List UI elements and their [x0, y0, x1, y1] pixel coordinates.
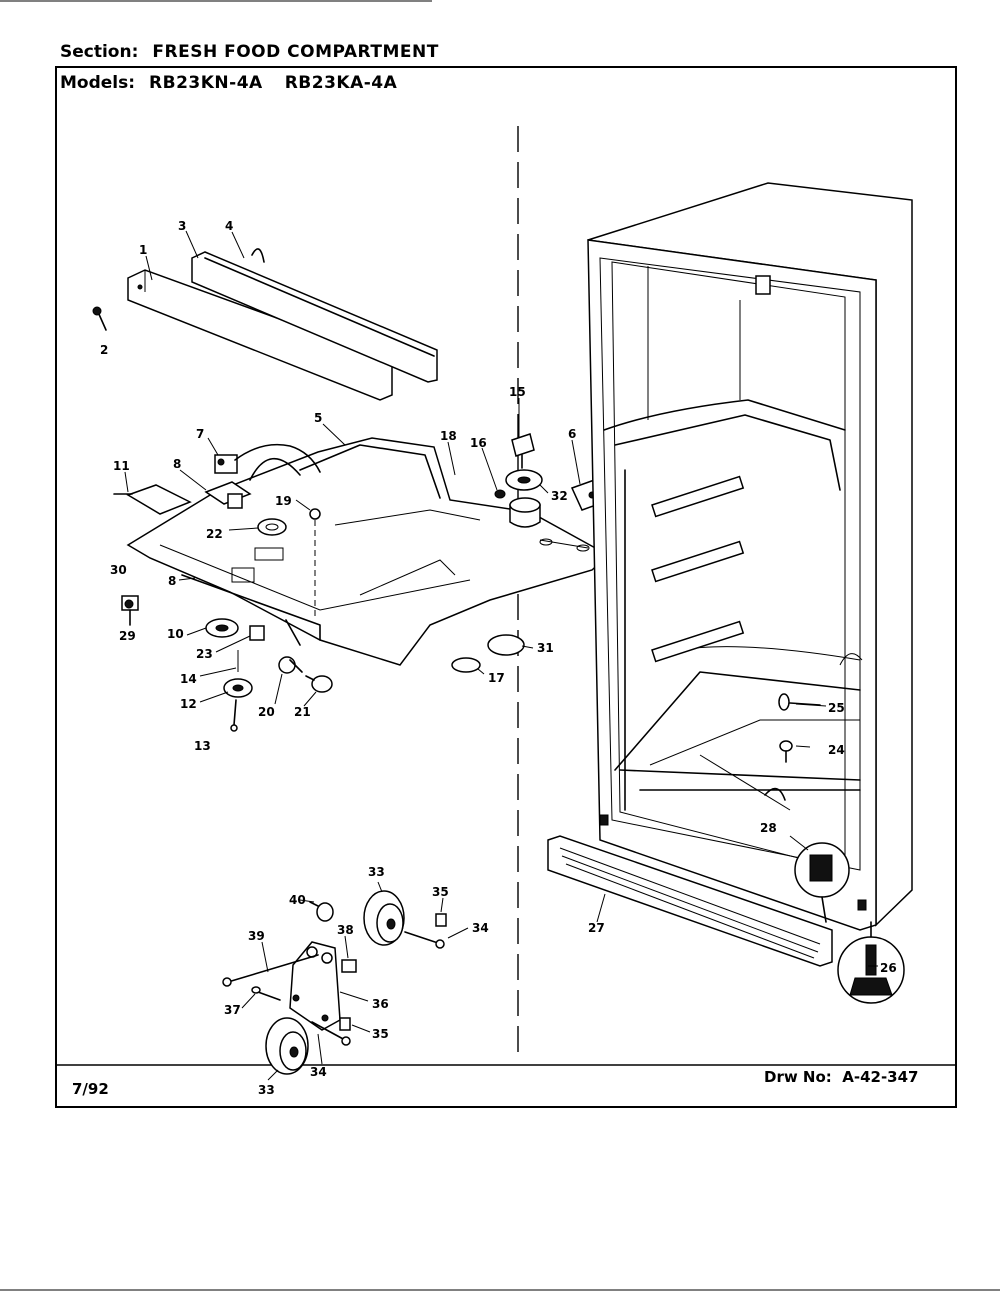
- leveling-leg-26: [837, 921, 905, 1004]
- callout-15: 15: [509, 385, 526, 399]
- callout-40: 40: [289, 893, 306, 907]
- model-2: RB23KA-4A: [284, 73, 398, 93]
- callout-28: 28: [760, 821, 777, 835]
- callout-14: 14: [180, 672, 197, 686]
- callout-32: 32: [551, 489, 568, 503]
- callout-22: 22: [206, 527, 223, 541]
- rear-rail: [191, 248, 438, 383]
- drawing-number: A-42-347: [842, 1068, 919, 1086]
- callout-29: 29: [119, 629, 136, 643]
- leader-lines: [124, 230, 878, 1081]
- callout-30: 30: [110, 563, 127, 577]
- callout-2: 2: [100, 343, 108, 357]
- callout-39: 39: [248, 929, 265, 943]
- callout-34-upper: 34: [472, 921, 489, 935]
- section-value: FRESH FOOD COMPARTMENT: [152, 42, 439, 62]
- callout-8-top: 8: [173, 457, 181, 471]
- stud-25: [778, 693, 821, 711]
- models-line: Models: RB23KN-4A RB23KA-4A: [60, 73, 419, 93]
- refrigerator-cabinet: [587, 182, 913, 931]
- callout-37: 37: [224, 1003, 241, 1017]
- callout-27: 27: [588, 921, 605, 935]
- callout-34-lower: 34: [310, 1065, 327, 1079]
- callout-3: 3: [178, 219, 186, 233]
- callout-labels: 1 2 3 4 5 6 7 8 8 10 11 12 13 14 15 16 1…: [100, 219, 897, 1097]
- footer-date: 7/92: [72, 1080, 109, 1098]
- screw-19: [309, 508, 321, 620]
- drawing-frame: [55, 66, 957, 1108]
- callout-4: 4: [225, 219, 233, 233]
- models-label: Models:: [60, 73, 136, 93]
- callout-8-side: 8: [168, 574, 176, 588]
- socket-23: [249, 625, 265, 641]
- drawing-label: Drw No:: [764, 1068, 832, 1086]
- callout-25: 25: [828, 701, 845, 715]
- callout-21: 21: [294, 705, 311, 719]
- shaft-34-lower: [311, 1021, 351, 1046]
- cap-31: [487, 634, 525, 656]
- callout-31: 31: [537, 641, 554, 655]
- screw-2: [92, 306, 107, 331]
- callout-26: 26: [880, 961, 897, 975]
- shaft-34-upper: [404, 931, 445, 949]
- callout-24: 24: [828, 743, 845, 757]
- callout-12: 12: [180, 697, 197, 711]
- section-label: Section:: [60, 42, 139, 62]
- callout-20: 20: [258, 705, 275, 719]
- section-line: Section: FRESH FOOD COMPARTMENT: [60, 42, 461, 62]
- callout-35-upper: 35: [432, 885, 449, 899]
- wheel-33-lower: [265, 1017, 309, 1075]
- callout-13: 13: [194, 739, 211, 753]
- screw-24: [779, 740, 793, 763]
- callout-5: 5: [314, 411, 322, 425]
- pin-37: [251, 986, 281, 1001]
- bracket-9: [204, 481, 252, 509]
- callout-38: 38: [337, 923, 354, 937]
- clip-38: [341, 959, 357, 973]
- callout-18: 18: [440, 429, 457, 443]
- callout-7: 7: [196, 427, 204, 441]
- lamp-base: [509, 497, 541, 528]
- callout-33-lower: 33: [258, 1083, 275, 1097]
- bracket-36: [289, 941, 341, 1031]
- callout-33-upper: 33: [368, 865, 385, 879]
- callout-36: 36: [372, 997, 389, 1011]
- hinge-28: [794, 842, 850, 923]
- lamp-socket-15: [511, 433, 535, 469]
- front-rail: [127, 269, 393, 401]
- clip-35-lower: [339, 1017, 351, 1031]
- drawing-number-line: Drw No: A-42-347: [764, 1068, 919, 1086]
- bottom-grille-27: [547, 835, 833, 967]
- clip-30-29: [121, 595, 139, 626]
- axle-39: [222, 954, 319, 987]
- callout-6: 6: [568, 427, 576, 441]
- bulb-21: [305, 675, 333, 693]
- callout-35-lower: 35: [372, 1027, 389, 1041]
- plate-11: [113, 484, 192, 515]
- knob-12: [223, 650, 253, 732]
- callout-17: 17: [488, 671, 505, 685]
- knob-22: [257, 518, 287, 536]
- callout-11: 11: [113, 459, 130, 473]
- damper-10: [205, 618, 239, 638]
- thermostat-7: [214, 443, 321, 474]
- callout-1: 1: [139, 243, 147, 257]
- callout-16: 16: [470, 436, 487, 450]
- light-switch-32: [505, 469, 543, 491]
- callout-10: 10: [167, 627, 184, 641]
- callout-23: 23: [196, 647, 213, 661]
- model-1: RB23KN-4A: [149, 73, 263, 93]
- cap-40: [309, 901, 334, 922]
- wheel-33-upper: [363, 890, 405, 946]
- callout-19: 19: [275, 494, 292, 508]
- clip-35-upper: [435, 913, 447, 927]
- lamp-holder-20: [278, 656, 303, 674]
- ring-17: [451, 657, 481, 673]
- clip-16: [494, 489, 506, 499]
